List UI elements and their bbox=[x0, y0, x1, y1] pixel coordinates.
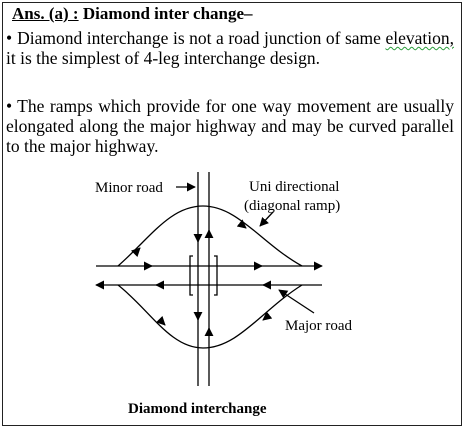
diamond-interchange-diagram: Minor road Uni directional (diagonal ram… bbox=[95, 172, 353, 417]
answer-frame bbox=[2, 2, 462, 426]
bullet-1-text-start: Diamond interchange is not a road juncti… bbox=[17, 28, 381, 48]
ramp-arrow-upper-right bbox=[236, 219, 247, 229]
label-uni-directional: Uni directional bbox=[249, 179, 339, 195]
label-minor-road: Minor road bbox=[95, 180, 163, 196]
ramp-upper bbox=[117, 205, 303, 267]
diagram-caption: Diamond interchange bbox=[128, 401, 267, 417]
bullet-1-text-wavy: elevation, bbox=[385, 28, 455, 48]
ramp-lower bbox=[117, 284, 303, 349]
label-major-road: Major road bbox=[285, 318, 353, 334]
bullet-2-text: The ramps which provide for one way move… bbox=[6, 96, 454, 156]
bullet-1-text-end: it is the simplest of 4-leg interchange … bbox=[6, 48, 320, 68]
answer-heading: Ans. (a) : Diamond inter change– bbox=[12, 4, 253, 24]
overpass-bracket-right bbox=[214, 255, 218, 296]
bullet-paragraph-1: •Diamond interchange is not a road junct… bbox=[6, 28, 454, 68]
major-road-pointer bbox=[278, 289, 315, 314]
label-diagonal-ramp: (diagonal ramp) bbox=[244, 198, 340, 214]
ramp-arrow-lower-left bbox=[155, 315, 166, 326]
answer-prefix: Ans. (a) : bbox=[12, 4, 79, 23]
ramp-arrow-lower-right bbox=[262, 311, 273, 321]
bullet-marker: • bbox=[6, 96, 13, 116]
answer-title: Diamond inter change– bbox=[82, 4, 253, 23]
bullet-marker: • bbox=[6, 28, 13, 48]
diagonal-ramp-pointer bbox=[259, 211, 274, 227]
overpass-bracket-left bbox=[189, 255, 193, 296]
ramp-arrow-upper-left bbox=[130, 247, 141, 258]
bullet-paragraph-2: •The ramps which provide for one way mov… bbox=[6, 96, 454, 156]
